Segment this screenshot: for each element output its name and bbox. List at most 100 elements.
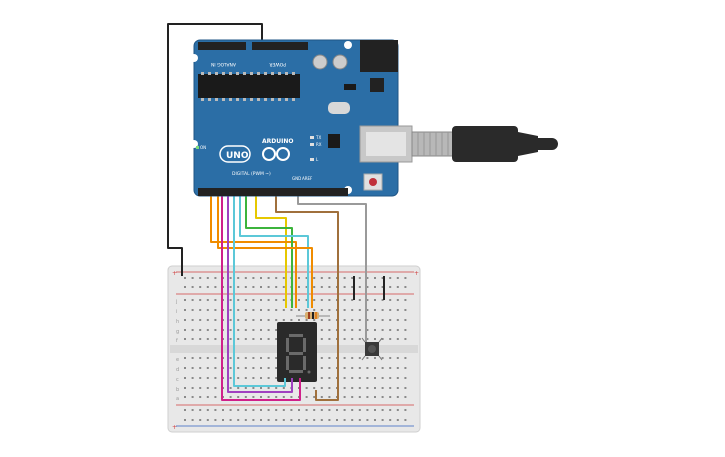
breadboard-hole[interactable] [260, 338, 262, 340]
breadboard-hole[interactable] [358, 367, 361, 369]
breadboard-hole[interactable] [313, 396, 316, 398]
breadboard-hole[interactable] [404, 329, 407, 331]
breadboard-hole[interactable] [214, 277, 217, 279]
breadboard-hole[interactable] [229, 357, 232, 359]
breadboard-hole[interactable] [229, 396, 232, 398]
breadboard-hole[interactable] [267, 286, 270, 288]
breadboard-hole[interactable] [404, 309, 407, 311]
breadboard-hole[interactable] [191, 387, 194, 389]
breadboard-hole[interactable] [229, 409, 232, 411]
breadboard-hole[interactable] [374, 319, 376, 321]
breadboard-hole[interactable] [275, 338, 278, 340]
breadboard-hole[interactable] [305, 299, 308, 301]
breadboard-hole[interactable] [366, 367, 369, 369]
breadboard-hole[interactable] [282, 396, 285, 398]
breadboard-hole[interactable] [184, 419, 186, 421]
breadboard-hole[interactable] [206, 299, 209, 301]
breadboard-hole[interactable] [358, 319, 361, 321]
breadboard-hole[interactable] [199, 367, 202, 369]
breadboard-hole[interactable] [351, 367, 354, 369]
breadboard-hole[interactable] [222, 409, 224, 411]
breadboard-hole[interactable] [252, 419, 255, 421]
breadboard-hole[interactable] [229, 277, 232, 279]
breadboard-hole[interactable] [374, 357, 376, 359]
breadboard-hole[interactable] [214, 286, 217, 288]
breadboard-hole[interactable] [381, 357, 384, 359]
breadboard-hole[interactable] [389, 377, 392, 379]
breadboard-hole[interactable] [244, 377, 247, 379]
breadboard-hole[interactable] [244, 396, 247, 398]
breadboard-hole[interactable] [206, 286, 209, 288]
breadboard-hole[interactable] [328, 338, 331, 340]
breadboard-hole[interactable] [351, 286, 354, 288]
breadboard-hole[interactable] [229, 387, 232, 389]
breadboard-hole[interactable] [351, 309, 354, 311]
breadboard-hole[interactable] [244, 309, 247, 311]
breadboard-hole[interactable] [404, 319, 407, 321]
breadboard-hole[interactable] [206, 409, 209, 411]
breadboard-hole[interactable] [282, 387, 285, 389]
breadboard-hole[interactable] [191, 377, 194, 379]
breadboard-hole[interactable] [237, 299, 240, 301]
breadboard-hole[interactable] [374, 396, 376, 398]
breadboard-hole[interactable] [305, 309, 308, 311]
breadboard-hole[interactable] [229, 319, 232, 321]
breadboard-hole[interactable] [396, 387, 399, 389]
breadboard-hole[interactable] [214, 338, 217, 340]
breadboard-hole[interactable] [305, 286, 308, 288]
breadboard-hole[interactable] [404, 377, 407, 379]
breadboard-hole[interactable] [374, 367, 376, 369]
breadboard-hole[interactable] [191, 357, 194, 359]
breadboard-hole[interactable] [214, 367, 217, 369]
breadboard-hole[interactable] [389, 419, 392, 421]
breadboard-hole[interactable] [343, 286, 346, 288]
breadboard-hole[interactable] [252, 387, 255, 389]
breadboard-hole[interactable] [320, 396, 323, 398]
breadboard-hole[interactable] [237, 387, 240, 389]
breadboard-hole[interactable] [199, 338, 202, 340]
breadboard-hole[interactable] [199, 409, 202, 411]
breadboard-hole[interactable] [351, 299, 354, 301]
breadboard-hole[interactable] [199, 286, 202, 288]
breadboard-hole[interactable] [290, 396, 293, 398]
breadboard-hole[interactable] [381, 309, 384, 311]
breadboard-holes[interactable] [184, 277, 407, 421]
breadboard-hole[interactable] [260, 299, 262, 301]
breadboard-hole[interactable] [358, 377, 361, 379]
breadboard-hole[interactable] [206, 396, 209, 398]
arduino-uno[interactable]: ANALOG IN POWER ARDUINO UNO ON TX RX [190, 39, 413, 197]
breadboard-hole[interactable] [374, 329, 376, 331]
breadboard-hole[interactable] [328, 396, 331, 398]
breadboard-hole[interactable] [328, 309, 331, 311]
breadboard-hole[interactable] [396, 409, 399, 411]
breadboard-hole[interactable] [191, 309, 194, 311]
breadboard-hole[interactable] [184, 338, 186, 340]
breadboard-hole[interactable] [214, 309, 217, 311]
breadboard-hole[interactable] [366, 286, 369, 288]
wires[interactable] [167, 23, 385, 401]
breadboard-hole[interactable] [244, 319, 247, 321]
breadboard-hole[interactable] [206, 329, 209, 331]
breadboard-hole[interactable] [206, 277, 209, 279]
breadboard-hole[interactable] [191, 319, 194, 321]
breadboard-hole[interactable] [328, 329, 331, 331]
breadboard-hole[interactable] [328, 286, 331, 288]
breadboard-hole[interactable] [320, 329, 323, 331]
breadboard-hole[interactable] [396, 299, 399, 301]
breadboard-hole[interactable] [267, 277, 270, 279]
breadboard-hole[interactable] [214, 409, 217, 411]
breadboard-hole[interactable] [366, 299, 369, 301]
breadboard-hole[interactable] [351, 419, 354, 421]
breadboard-hole[interactable] [191, 338, 194, 340]
digital-header[interactable] [198, 188, 348, 196]
breadboard-hole[interactable] [260, 357, 262, 359]
breadboard-hole[interactable] [358, 277, 361, 279]
breadboard-hole[interactable] [343, 377, 346, 379]
breadboard-hole[interactable] [267, 367, 270, 369]
breadboard-hole[interactable] [389, 286, 392, 288]
breadboard-hole[interactable] [199, 377, 202, 379]
breadboard-hole[interactable] [199, 329, 202, 331]
breadboard-hole[interactable] [358, 357, 361, 359]
breadboard-hole[interactable] [184, 277, 186, 279]
breadboard-hole[interactable] [358, 338, 361, 340]
